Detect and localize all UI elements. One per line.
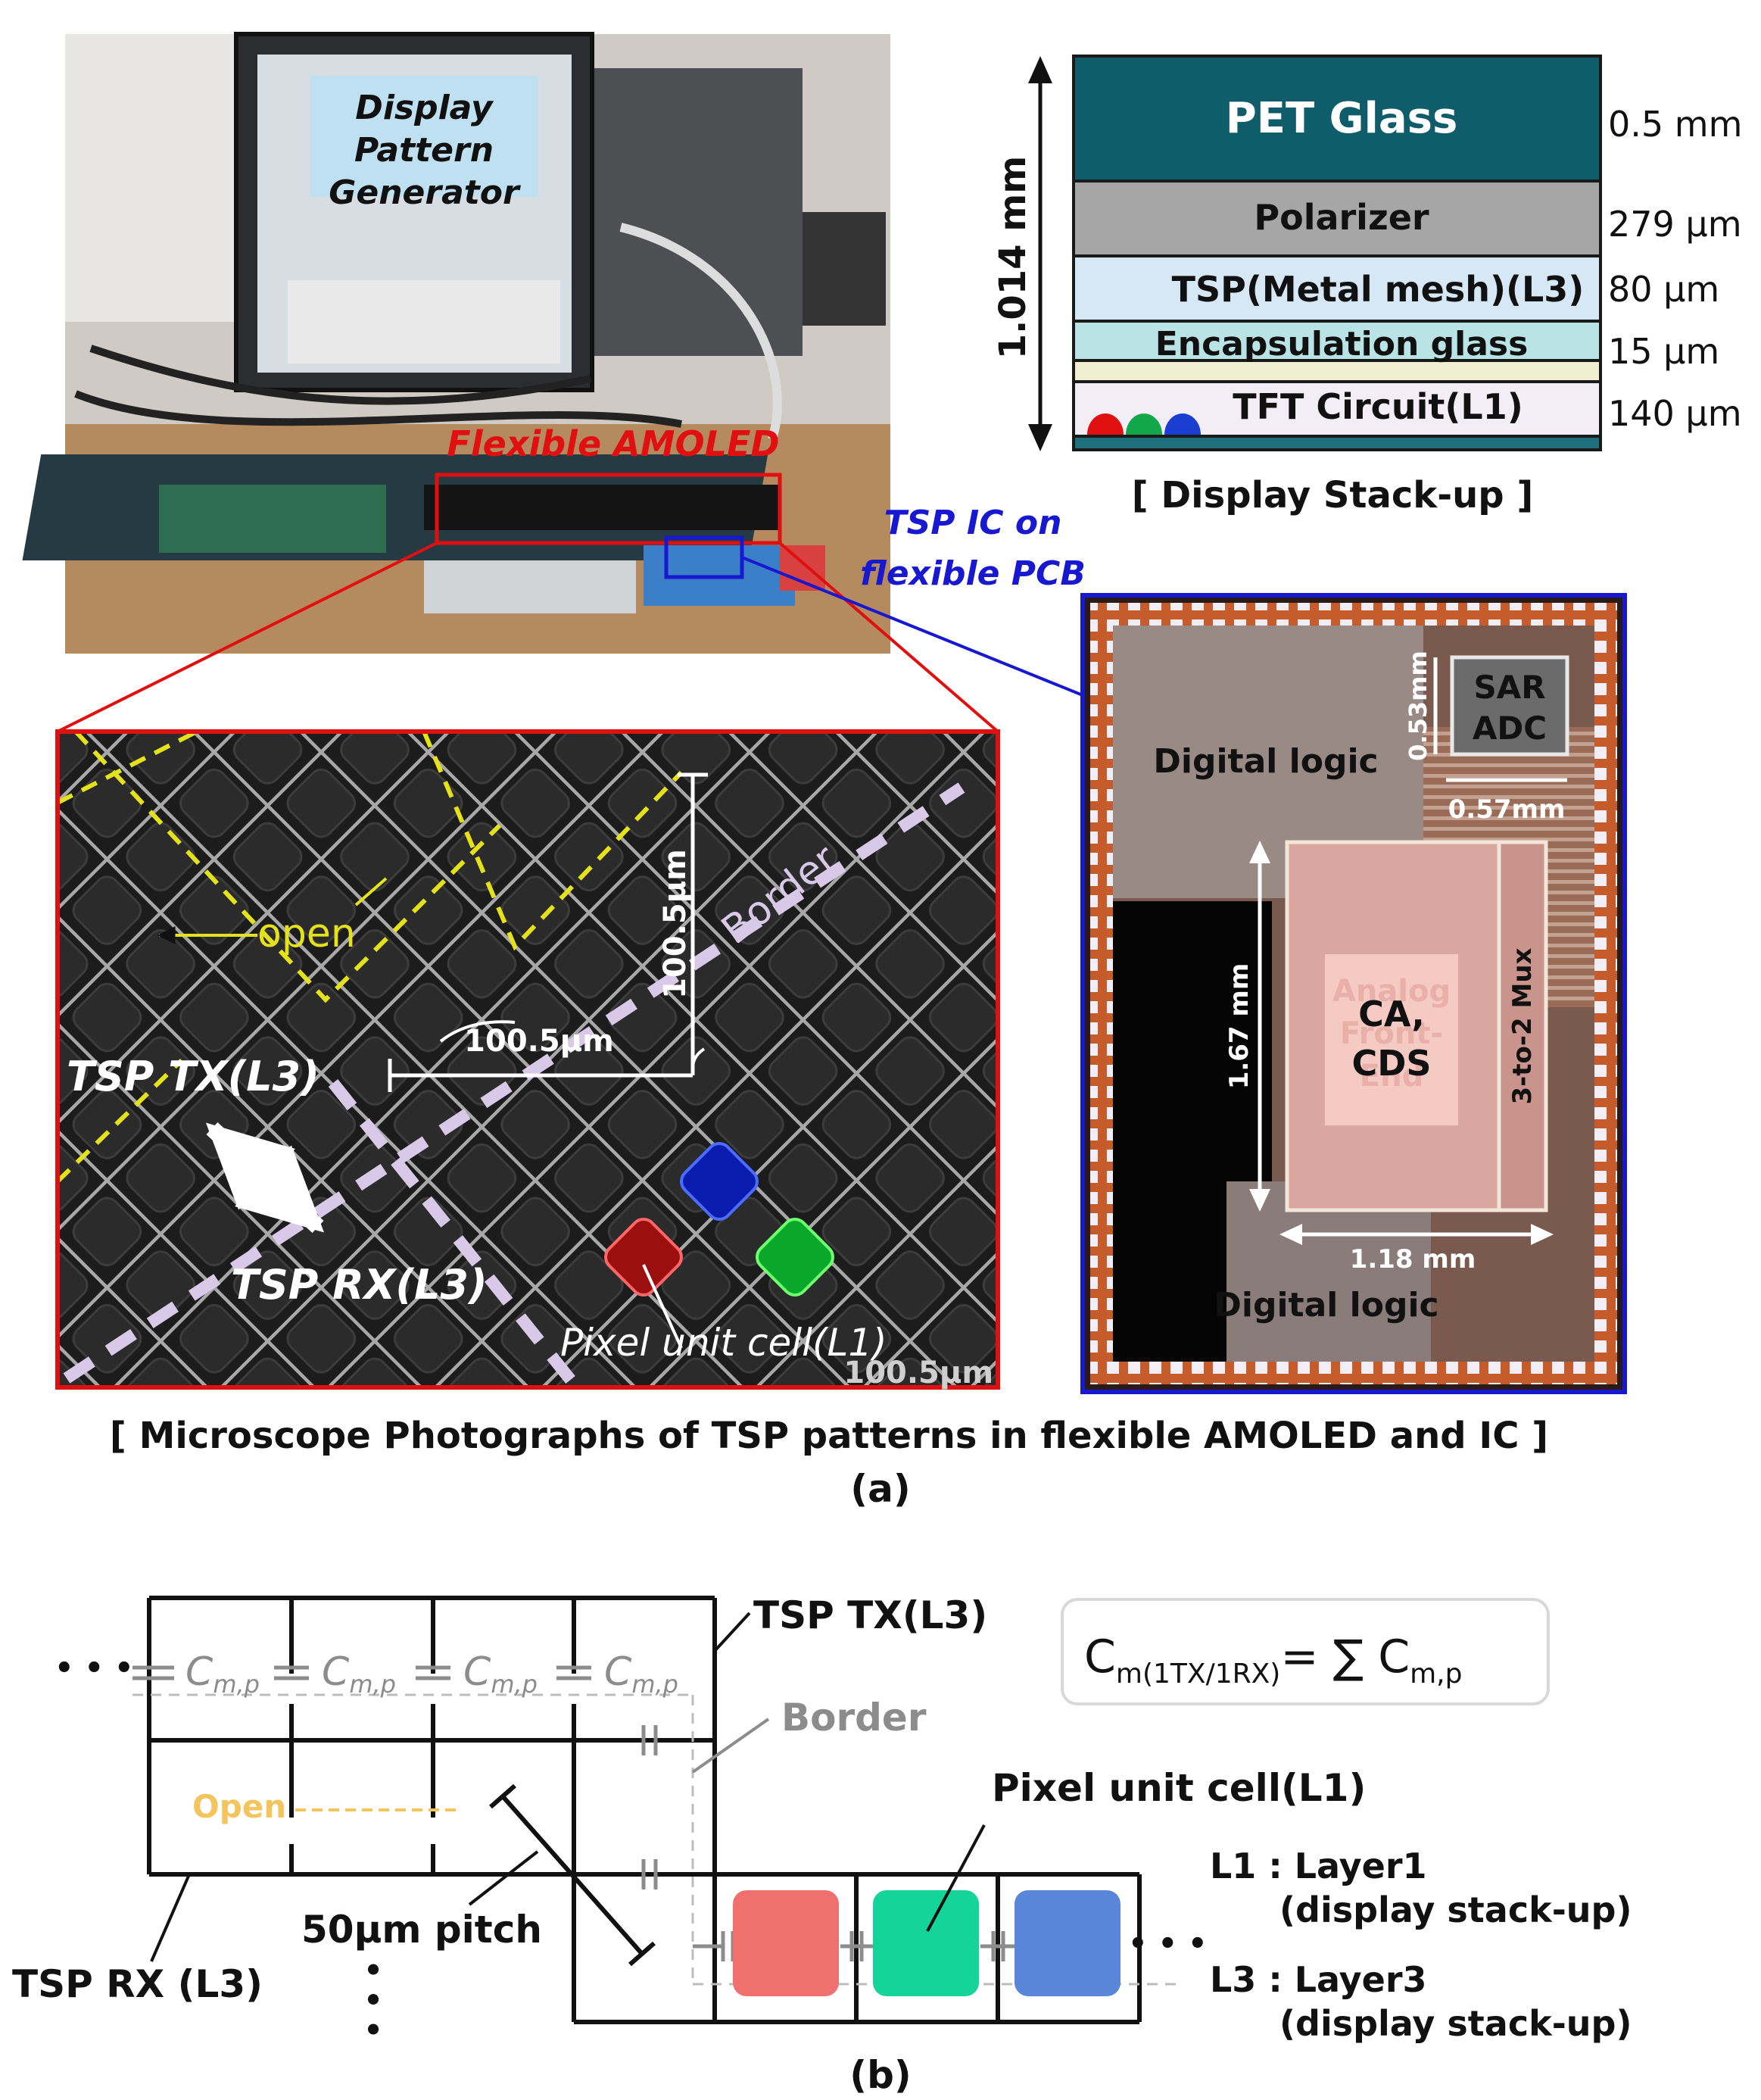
label-b: (b) [849, 2053, 912, 2097]
stack-label-polarizer: Polarizer [1254, 197, 1429, 238]
dim-053: 0.53mm [1404, 651, 1432, 761]
stack-layer-tsp [1074, 256, 1600, 321]
green-subpixel-icon [1126, 413, 1162, 435]
svg-text:Display: Display [355, 89, 494, 127]
ic-die-photo [1080, 593, 1627, 1394]
svg-text:Cm,p: Cm,p [185, 1649, 260, 1699]
stack-layer-polarizer [1074, 181, 1600, 256]
afe-faded-line3: End [1360, 1059, 1423, 1094]
scale-bar-label: 100.5μm [843, 1356, 993, 1390]
thickness-tsp: 80 μm [1608, 269, 1719, 310]
pitch-arrow [468, 1783, 656, 1967]
tsp-tx-label: TSP TX(L3) [67, 1053, 319, 1100]
svg-text:Cm,p: Cm,p [604, 1649, 678, 1699]
afe-faded-line1: Analog [1332, 974, 1451, 1009]
thickness-polarizer: 279 μm [1608, 204, 1742, 245]
capacitor-symbols [132, 1665, 1015, 1961]
sar-adc-line1: SAR [1473, 669, 1545, 706]
sar-adc-line2: ADC [1473, 710, 1547, 747]
pixel-cell-green [873, 1890, 979, 1996]
total-thickness-label: 1.014 mm [992, 156, 1034, 360]
ic-zoom-line [741, 556, 1083, 697]
stack-layer-thin [1074, 360, 1600, 382]
label-a: (a) [850, 1467, 910, 1511]
border-leader [691, 1718, 770, 1774]
display-pattern-generator-label: Display Pattern Generator [329, 89, 521, 212]
stack-label-pet: PET Glass [1226, 94, 1458, 143]
svg-text:Cm,p: Cm,p [322, 1649, 396, 1699]
tx-leader [713, 1612, 751, 1652]
thickness-tft: 140 μm [1608, 393, 1742, 434]
ca-cds-line2: CDS [1351, 1043, 1431, 1084]
ca-cds-line1: CA, [1358, 994, 1425, 1034]
svg-text:flexible PCB: flexible PCB [860, 554, 1086, 593]
stack-layer-tft [1074, 382, 1600, 436]
legend-l3-line1: L3 : Layer3 [1210, 1959, 1427, 2000]
pixel-cell-red [733, 1890, 839, 1996]
tsp-ic-label: TSP IC on flexible PCB [860, 504, 1086, 593]
pixel-cell-blue [1015, 1890, 1120, 1996]
schematic-ellipsis-down: • • • [354, 1960, 389, 2039]
dim-167: 1.67 mm [1224, 963, 1255, 1090]
digital-logic-bottom: Digital logic [1214, 1286, 1438, 1325]
legend-l3-line2: (display stack-up) [1279, 2003, 1632, 2044]
afe-faded-line2: Front- [1340, 1016, 1443, 1051]
border-dash [63, 782, 965, 1384]
stack-layer-encap [1074, 321, 1600, 360]
schematic-ellipsis-right: • • • [1128, 1927, 1208, 1961]
microscope-photo [55, 729, 1000, 1390]
schematic-rx-label: TSP RX (L3) [12, 1962, 263, 2006]
digital-logic-top: Digital logic [1153, 742, 1378, 781]
svg-text:Cm,p: Cm,p [463, 1649, 538, 1699]
schematic-pitch-label: 50μm pitch [301, 1908, 542, 1952]
stackup-diagram [1072, 55, 1602, 451]
stackup-caption: [ Display Stack-up ] [1132, 474, 1534, 516]
svg-text:Pattern: Pattern [354, 131, 494, 170]
cap-labels: Cm,p Cm,p Cm,p Cm,p [185, 1649, 678, 1699]
caption-a: [ Microscope Photographs of TSP patterns… [110, 1415, 1548, 1457]
dim-118: 1.18 mm [1350, 1244, 1476, 1275]
pixel-leader [926, 1824, 986, 1932]
red-pixel [604, 1218, 683, 1297]
thickness-pet: 0.5 mm [1608, 104, 1742, 145]
blue-subpixel-icon [1164, 413, 1201, 435]
blue-pixel [680, 1142, 759, 1221]
green-pixel [756, 1218, 834, 1297]
schematic-open-label: Open [192, 1788, 286, 1825]
zoom-line-left [57, 541, 438, 733]
stack-label-tft: TFT Circuit(L1) [1233, 386, 1523, 427]
svg-text:Cm(1TX/1RX)= ∑ Cm,p: Cm(1TX/1RX)= ∑ Cm,p [1084, 1630, 1462, 1690]
setup-photo [22, 32, 890, 654]
legend-l1-line2: (display stack-up) [1279, 1889, 1632, 1930]
svg-text:Generator: Generator [329, 173, 521, 212]
rx-leader [150, 1874, 191, 1962]
legend-l1-line1: L1 : Layer1 [1210, 1846, 1427, 1886]
schematic-pixel-label: Pixel unit cell(L1) [992, 1766, 1366, 1810]
amoled-highlight-box [435, 473, 782, 545]
horizontal-pitch-label: 100.5μm [464, 1024, 614, 1059]
schematic-tx-label: TSP TX(L3) [753, 1593, 987, 1637]
open-label: open [257, 911, 356, 956]
mux-label: 3-to-2 Mux [1507, 947, 1538, 1104]
red-subpixel-icon [1087, 413, 1124, 435]
stack-label-tsp: TSP(Metal mesh)(L3) [1172, 269, 1585, 310]
vertical-pitch-label: 100.5μm [658, 849, 693, 999]
zoom-line-right [778, 541, 999, 733]
thickness-encap: 15 μm [1608, 331, 1719, 372]
tsp-rx-label: TSP RX(L3) [231, 1261, 488, 1309]
dim-057: 0.57mm [1448, 794, 1566, 825]
stack-layer-pet [1074, 56, 1600, 181]
formula-box: Cm(1TX/1RX)= ∑ Cm,p [1061, 1598, 1550, 1705]
flexible-amoled-label: Flexible AMOLED [447, 423, 779, 464]
pixel-unit-cell-label: Pixel unit cell(L1) [560, 1321, 887, 1365]
total-thickness-arrow [1028, 56, 1052, 451]
stack-label-encap: Encapsulation glass [1155, 325, 1529, 364]
schematic-border-label: Border [781, 1696, 927, 1740]
schematic-ellipsis-left: • • • [55, 1651, 134, 1686]
svg-text:TSP IC on: TSP IC on [884, 504, 1062, 542]
